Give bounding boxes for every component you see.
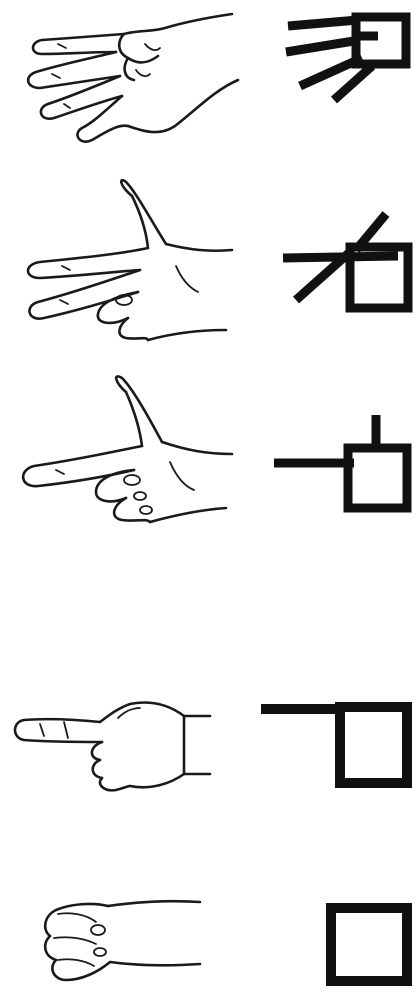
closed-fist-icon bbox=[45, 901, 200, 980]
box-with-flag-stroke-glyph bbox=[261, 707, 407, 783]
hand-three-fingers-icon bbox=[28, 180, 232, 340]
hand-two-fingers-icon bbox=[23, 376, 232, 522]
box-with-four-rays-glyph bbox=[286, 17, 406, 100]
box-with-two-strokes-glyph bbox=[283, 214, 408, 308]
plain-box-glyph bbox=[331, 908, 407, 981]
pointing-hand-one-finger-icon bbox=[15, 703, 210, 791]
box-with-cross-strokes-glyph bbox=[274, 415, 407, 508]
open-hand-five-fingers-icon bbox=[28, 14, 238, 142]
